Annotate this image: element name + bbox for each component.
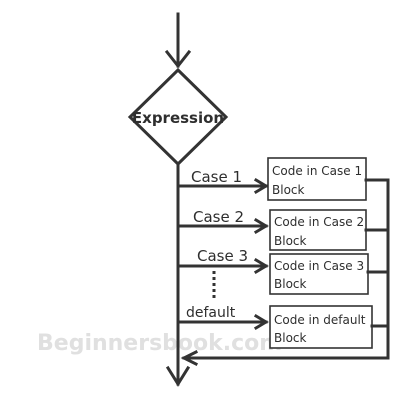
entry-arrowhead	[164, 49, 192, 69]
case2-label: Case 2	[193, 208, 244, 226]
case3-label: Case 3	[197, 247, 248, 265]
case3-block-line1: Code in Case 3	[274, 259, 364, 273]
case1-block-line2: Block	[272, 183, 305, 197]
case3-block-line2: Block	[274, 277, 307, 291]
decision-label: Expression	[132, 109, 224, 127]
watermark: Beginnersbook.com	[37, 331, 282, 356]
case1-block	[267, 157, 367, 201]
default-block-line1: Code in default	[274, 313, 366, 327]
case1-branch-arrowhead	[253, 177, 269, 195]
default-branch-arrowhead	[253, 313, 269, 331]
case3-branch-arrowhead	[253, 257, 269, 275]
default-block-line2: Block	[274, 331, 307, 345]
default-label: default	[186, 305, 236, 321]
exit-arrowhead	[165, 365, 191, 387]
case2-block-line1: Code in Case 2	[274, 215, 364, 229]
return-arrowhead	[180, 349, 199, 367]
case3-block	[269, 253, 369, 295]
case2-branch-arrowhead	[253, 217, 269, 235]
case1-label: Case 1	[191, 168, 242, 186]
case1-block-line1: Code in Case 1	[272, 164, 362, 178]
case2-block-line2: Block	[274, 234, 307, 248]
